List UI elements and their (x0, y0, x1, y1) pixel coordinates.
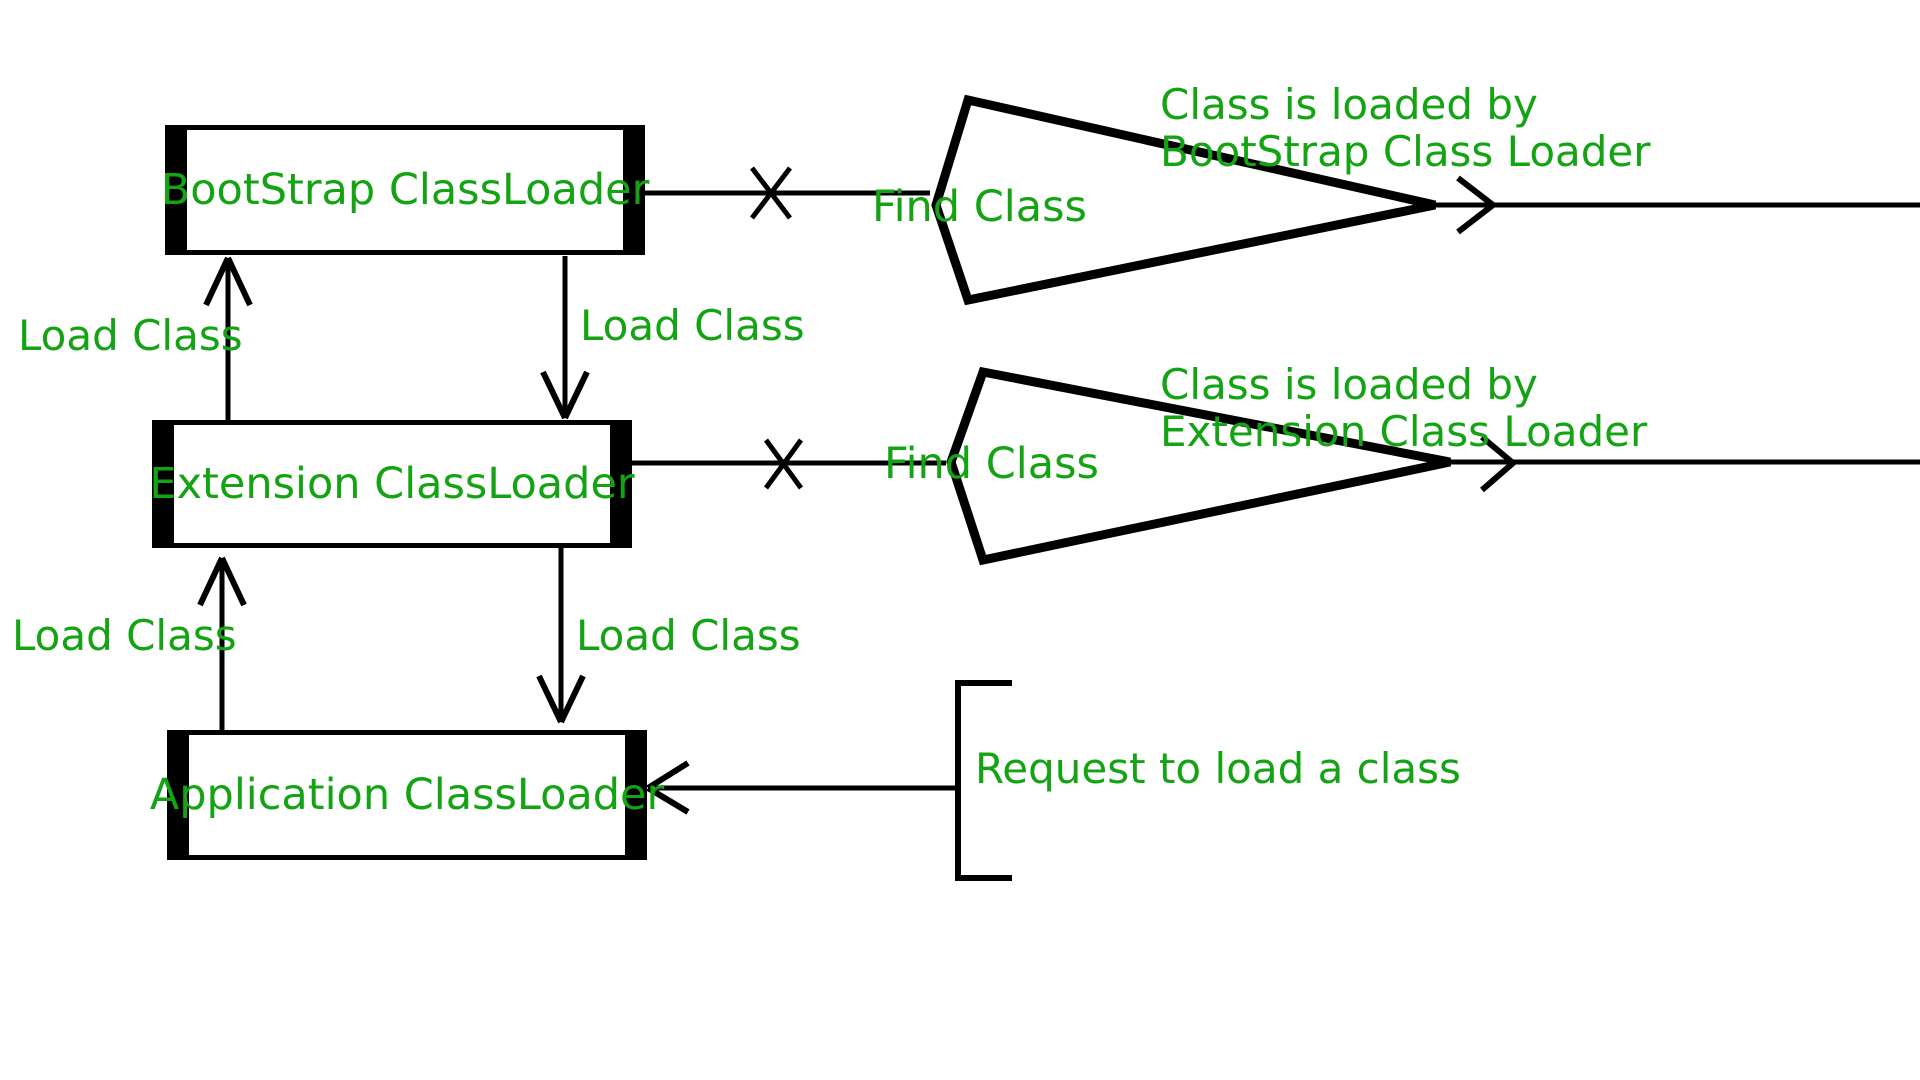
edge-label-load-class-up-bootstrap: Load Class (18, 311, 243, 360)
decision-label-find-class-middle: Find Class (884, 439, 1099, 489)
arrow-find-class-to-loaded-bootstrap (1435, 175, 1920, 235)
node-extension-classloader[interactable]: Extension ClassLoader (149, 420, 635, 548)
arrow-find-class-to-loaded-extension (1450, 434, 1920, 493)
arrow-load-class-up-extension (197, 556, 247, 730)
decision-label-find-class-top: Find Class (872, 182, 1087, 232)
request-to-load-a-class-label: Request to load a class (975, 744, 1461, 793)
node-application-classloader-label: Application ClassLoader (149, 769, 665, 820)
edge-label-load-class-down-application: Load Class (576, 611, 801, 660)
outcome-loaded-by-bootstrap: Class is loaded by BootStrap Class Loade… (1160, 81, 1651, 175)
edge-label-load-class-up-extension: Load Class (12, 611, 237, 660)
outcome-loaded-by-bootstrap-line2: BootStrap Class Loader (1160, 127, 1651, 177)
find-class-diamond-top (931, 94, 1436, 306)
outcome-loaded-by-extension-line2: Extension Class Loader (1160, 407, 1648, 457)
node-bootstrap-classloader[interactable]: BootStrap ClassLoader (161, 125, 649, 255)
outcome-loaded-by-extension: Class is loaded by Extension Class Loade… (1160, 361, 1647, 455)
node-application-classloader[interactable]: Application ClassLoader (150, 730, 664, 860)
arrow-request-to-application (646, 760, 958, 815)
arrow-load-class-up-bootstrap (203, 256, 253, 420)
arrow-bootstrap-to-find-class (645, 166, 930, 220)
node-extension-classloader-label: Extension ClassLoader (149, 458, 635, 509)
node-bootstrap-classloader-label: BootStrap ClassLoader (160, 164, 650, 215)
arrow-extension-to-find-class (632, 438, 946, 490)
edge-label-load-class-down-extension: Load Class (580, 301, 805, 350)
outcome-loaded-by-extension-line1: Class is loaded by (1160, 360, 1538, 409)
find-class-diamond-middle (946, 366, 1451, 566)
outcome-loaded-by-bootstrap-line1: Class is loaded by (1160, 80, 1538, 129)
arrow-load-class-down-extension (540, 256, 590, 420)
request-bracket (955, 680, 1012, 881)
arrow-load-class-down-application (536, 548, 586, 724)
